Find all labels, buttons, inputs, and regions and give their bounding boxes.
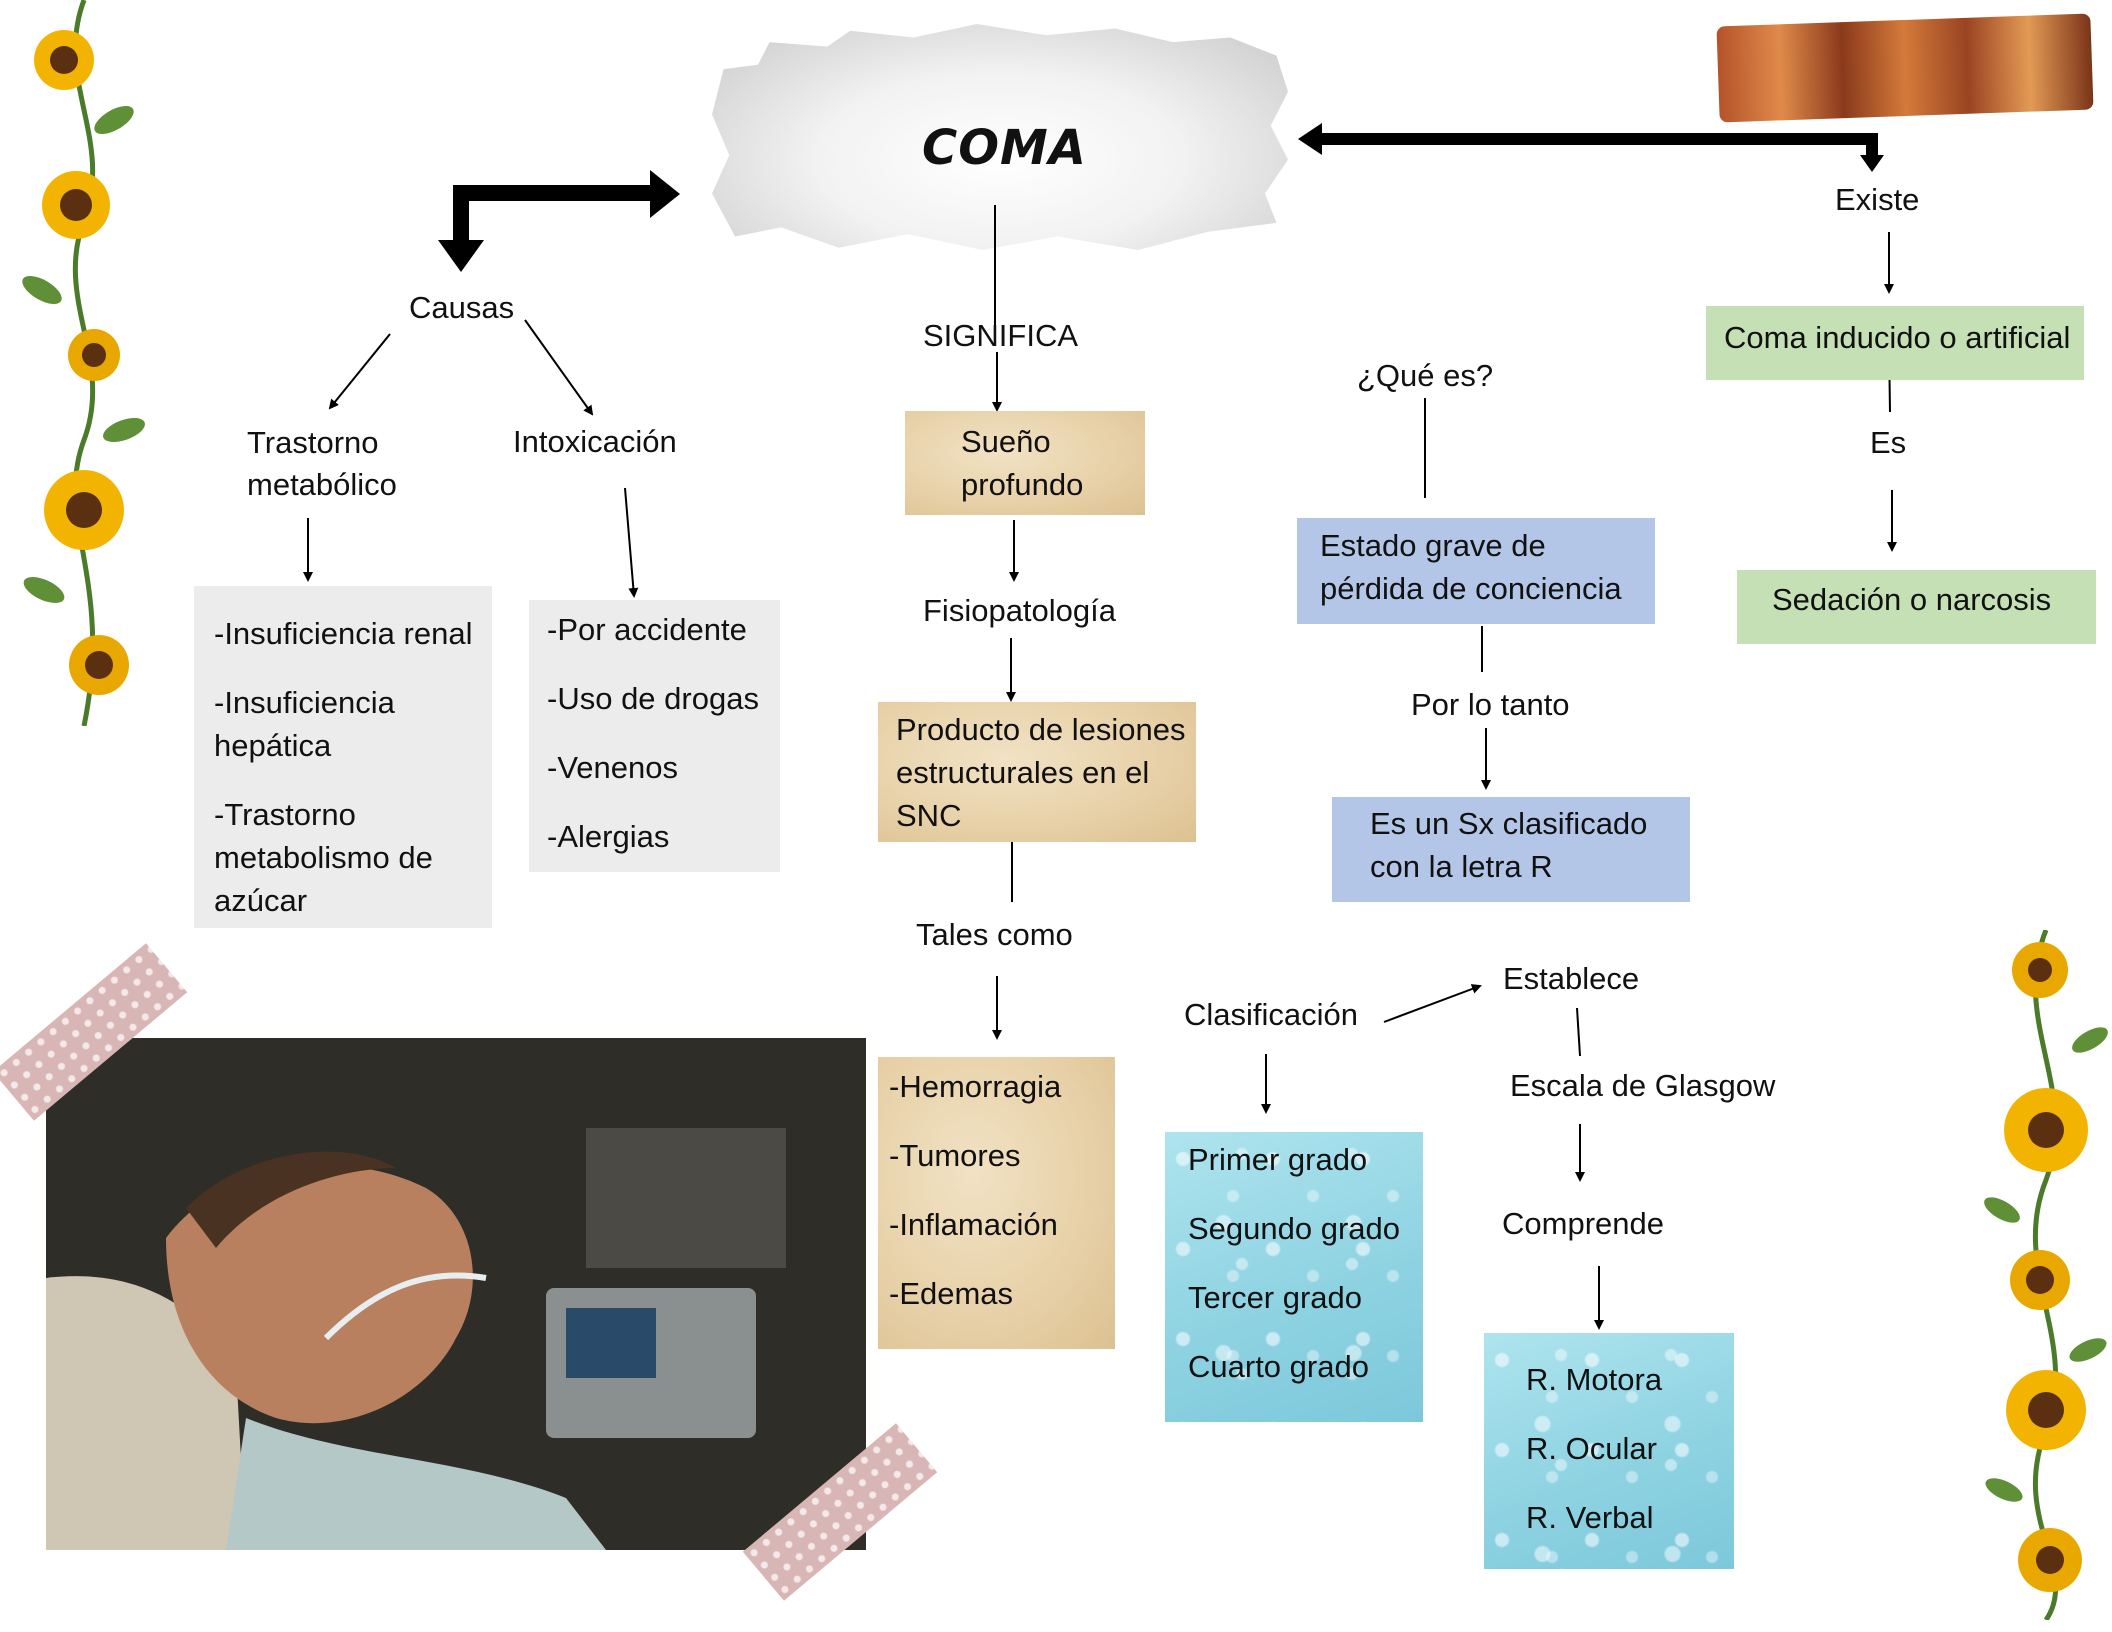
- list-item: hepática: [214, 728, 332, 763]
- list-item: azúcar: [214, 883, 308, 918]
- sedacion-box: Sedación o narcosis: [1737, 570, 2096, 644]
- tales-como-label: Tales como: [916, 917, 1073, 952]
- page-title: COMA: [922, 120, 1087, 176]
- grados-box: Primer grado Segundo grado Tercer grado …: [1165, 1132, 1423, 1422]
- list-item: R. Motora: [1526, 1362, 1663, 1397]
- list-item: -Tumores: [889, 1138, 1021, 1173]
- list-item: Tercer grado: [1188, 1280, 1363, 1315]
- sx-line: Es un Sx clasificado: [1370, 806, 1648, 841]
- list-item: -Insuficiencia: [214, 685, 395, 720]
- estado-line: Estado grave de: [1320, 528, 1546, 563]
- bent-arrow-left: [438, 170, 680, 272]
- sunflower-icon: [2004, 942, 2088, 1592]
- coma-inducido-text: Coma inducido o artificial: [1724, 320, 2071, 355]
- list-item: R. Ocular: [1526, 1431, 1657, 1466]
- list-item: -Por accidente: [547, 612, 747, 647]
- respuestas-box: R. Motora R. Ocular R. Verbal: [1484, 1333, 1734, 1569]
- list-item: -Alergias: [547, 819, 670, 854]
- list-item: Segundo grado: [1188, 1211, 1401, 1246]
- causas-label: Causas: [409, 290, 515, 325]
- list-item: -Venenos: [547, 750, 678, 785]
- producto-box: Producto de lesiones estructurales en el…: [878, 702, 1196, 842]
- list-item: -Trastorno: [214, 797, 356, 832]
- sx-box: Es un Sx clasificado con la letra R: [1332, 797, 1690, 902]
- producto-line: estructurales en el: [896, 755, 1150, 790]
- fisiopatologia-label: Fisiopatología: [923, 593, 1117, 628]
- sueno-line: profundo: [961, 467, 1084, 502]
- title-cloud: [712, 24, 1288, 250]
- trastorno-line: metabólico: [247, 467, 397, 502]
- list-item: Primer grado: [1188, 1142, 1368, 1177]
- escala-label: Escala de Glasgow: [1510, 1068, 1776, 1103]
- sedacion-text: Sedación o narcosis: [1772, 582, 2052, 617]
- intoxication-causes-box: -Por accidente -Uso de drogas -Venenos -…: [529, 600, 780, 872]
- sueno-line: Sueño: [961, 424, 1051, 459]
- que-es-label: ¿Qué es?: [1357, 358, 1494, 393]
- es-label: Es: [1870, 425, 1907, 460]
- patient-photo: [46, 1038, 866, 1550]
- list-item: metabolismo de: [214, 840, 433, 875]
- coma-inducido-box: Coma inducido o artificial: [1706, 306, 2084, 380]
- comprende-label: Comprende: [1502, 1206, 1664, 1241]
- trastorno-line: Trastorno: [247, 425, 379, 460]
- list-item: -Hemorragia: [889, 1069, 1062, 1104]
- metabolic-causes-box: -Insuficiencia renal -Insuficiencia hepá…: [194, 586, 492, 928]
- establece-label: Establece: [1503, 961, 1640, 996]
- list-item: -Inflamación: [889, 1207, 1058, 1242]
- list-item: -Insuficiencia renal: [214, 616, 473, 651]
- producto-line: SNC: [896, 798, 962, 833]
- clasificacion-label: Clasificación: [1184, 997, 1359, 1032]
- por-lo-tanto-label: Por lo tanto: [1411, 687, 1570, 722]
- significa-label: SIGNIFICA: [923, 318, 1079, 353]
- producto-line: Producto de lesiones: [896, 712, 1186, 747]
- bent-arrow-right: [1298, 123, 1884, 172]
- estado-line: pérdida de conciencia: [1320, 571, 1622, 606]
- sunflower-icon: [34, 30, 129, 695]
- list-item: -Uso de drogas: [547, 681, 759, 716]
- trastorno-label: Trastorno metabólico: [247, 422, 397, 506]
- estado-box: Estado grave de pérdida de conciencia: [1297, 518, 1655, 624]
- sunflower-vine-right: [1984, 930, 2108, 1620]
- intoxicacion-label: Intoxicación: [513, 424, 677, 459]
- list-item: -Edemas: [889, 1276, 1014, 1311]
- sx-line: con la letra R: [1370, 849, 1553, 884]
- existe-label: Existe: [1835, 182, 1920, 217]
- sueno-box: Sueño profundo: [905, 411, 1145, 515]
- sunflower-vine-left: [22, 0, 145, 726]
- list-item: R. Verbal: [1526, 1500, 1654, 1535]
- patient-illustration: [46, 1038, 866, 1550]
- lesiones-box: -Hemorragia -Tumores -Inflamación -Edema…: [878, 1057, 1115, 1349]
- list-item: Cuarto grado: [1188, 1349, 1369, 1384]
